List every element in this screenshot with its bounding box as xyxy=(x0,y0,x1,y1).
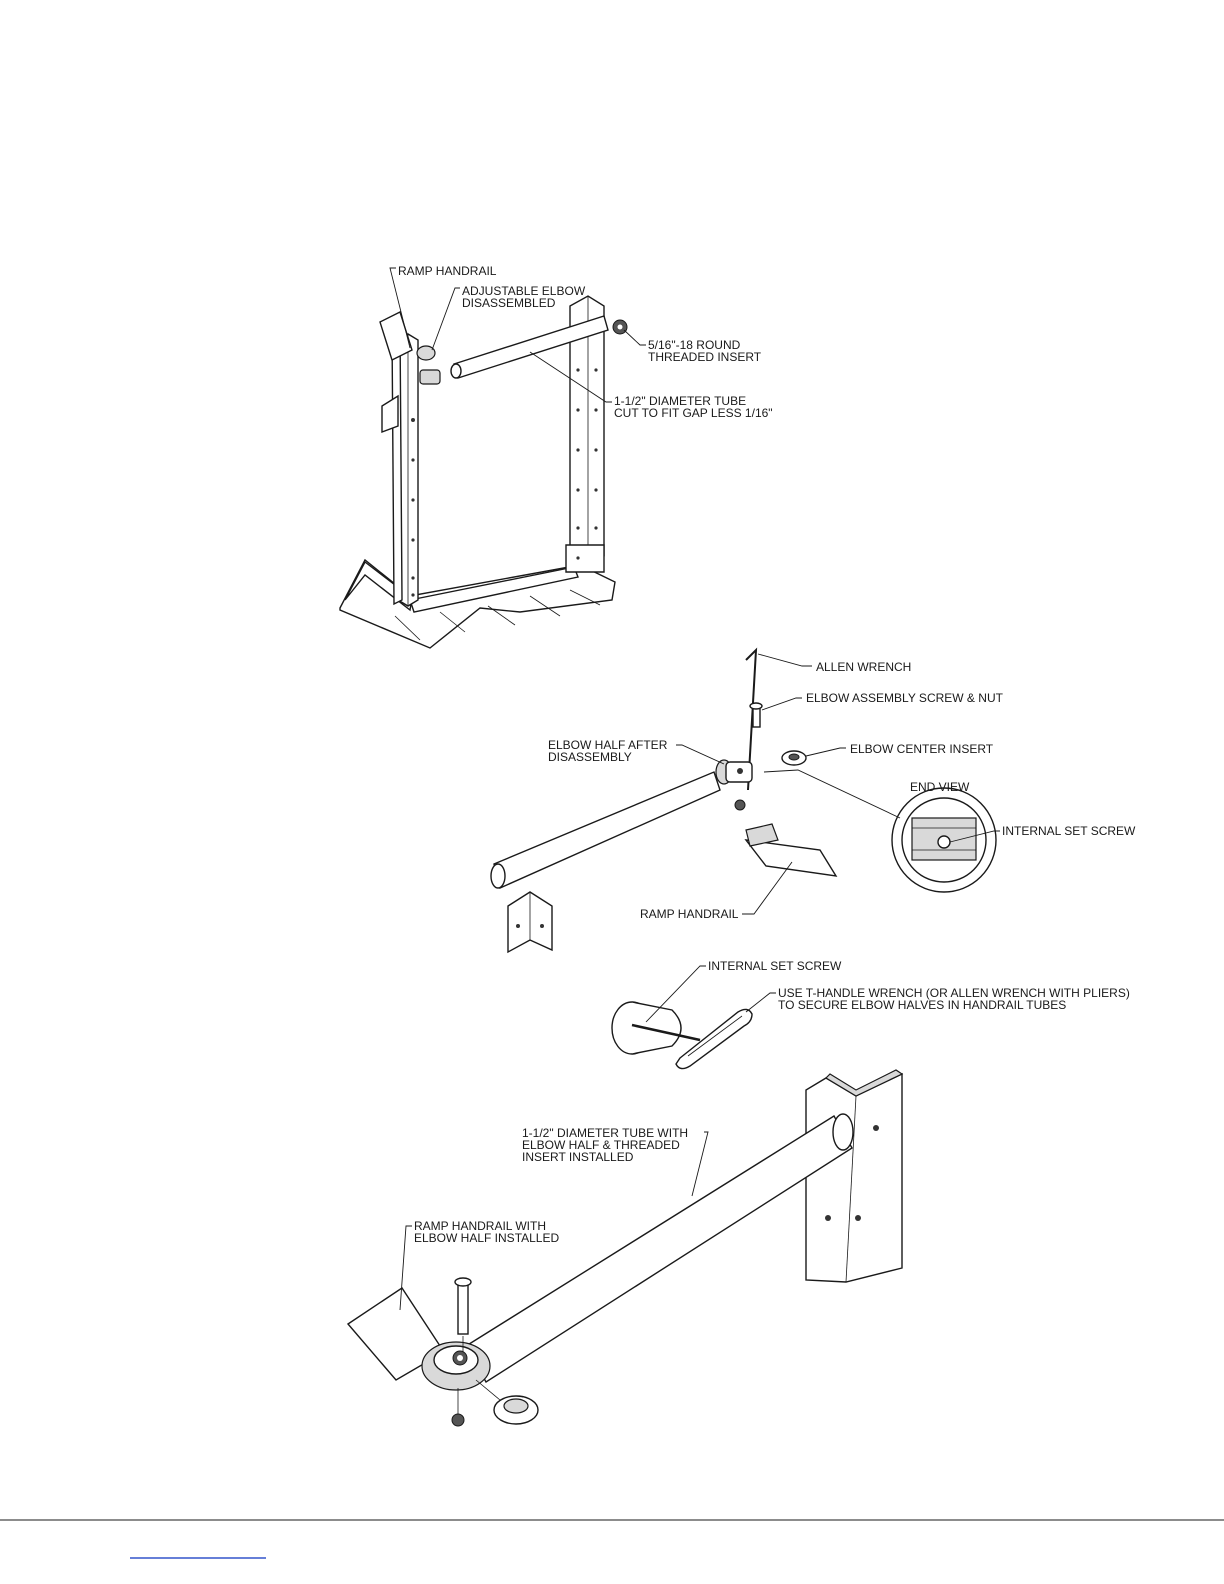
bottom-rail xyxy=(409,566,579,613)
label-tube-installed-2: ELBOW HALF & THREADED xyxy=(522,1138,680,1152)
label-ramp-handrail-2: RAMP HANDRAIL xyxy=(640,907,739,921)
label-handrail-installed-1: RAMP HANDRAIL WITH xyxy=(414,1219,546,1233)
figure-4-installed: 1-1/2" DIAMETER TUBE WITH ELBOW HALF & T… xyxy=(346,1069,904,1427)
elbow-assembly xyxy=(421,1341,491,1391)
wrench-shaft xyxy=(631,1023,701,1042)
label-screw-nut: ELBOW ASSEMBLY SCREW & NUT xyxy=(806,691,1004,705)
label-threaded-insert-1: 5/16"-18 ROUND xyxy=(648,338,741,352)
label-handrail-installed-2: ELBOW HALF INSTALLED xyxy=(414,1231,559,1245)
leader-adjustable-elbow xyxy=(431,287,460,351)
right-post-base xyxy=(565,544,605,573)
leader-t-handle xyxy=(745,992,776,1013)
left-post-outer xyxy=(391,324,403,606)
ramp-handrail-short xyxy=(744,823,838,877)
label-tube-2: CUT TO FIT GAP LESS 1/16" xyxy=(614,406,773,420)
elbow-screw-large xyxy=(454,1277,472,1352)
leader-center-insert xyxy=(805,747,846,757)
leader-internal-set-screw xyxy=(645,965,706,1023)
adjustable-elbow-upper xyxy=(416,345,436,361)
leader-tube xyxy=(529,351,612,403)
label-adjustable-elbow-1: ADJUSTABLE ELBOW xyxy=(462,284,586,298)
leader-screw-nut xyxy=(761,697,802,711)
label-elbow-half-1: ELBOW HALF AFTER xyxy=(548,738,668,752)
label-end-view: END VIEW xyxy=(910,780,970,794)
elbow-nut-large xyxy=(451,1413,465,1427)
tube-end xyxy=(450,363,462,379)
leader-ramp-handrail-2 xyxy=(742,861,793,915)
leader-elbow-half xyxy=(676,744,725,765)
t-handle-grip xyxy=(675,1008,753,1070)
label-t-handle-2: TO SECURE ELBOW HALVES IN HANDRAIL TUBES xyxy=(778,998,1066,1012)
label-set-screw-end: INTERNAL SET SCREW xyxy=(1002,824,1136,838)
elbow-screw xyxy=(752,706,761,728)
label-ramp-handrail: RAMP HANDRAIL xyxy=(398,264,497,278)
label-tube-1: 1-1/2" DIAMETER TUBE xyxy=(614,394,746,408)
tube-section-body xyxy=(631,1001,682,1055)
label-center-insert: ELBOW CENTER INSERT xyxy=(850,742,994,756)
adjustable-elbow-lower xyxy=(419,369,441,385)
figure-2-elbow-exploded: ALLEN WRENCH ELBOW ASSEMBLY SCREW & NUT … xyxy=(490,647,1136,954)
elbow-half xyxy=(715,759,753,785)
tube-open-end xyxy=(490,863,506,889)
leader-threaded-insert xyxy=(623,329,646,346)
tube-with-elbow xyxy=(493,771,721,889)
leader-handrail-installed xyxy=(399,1225,412,1311)
leader-ramp-handrail xyxy=(389,267,411,349)
angle-post xyxy=(507,891,553,954)
leader-end-view xyxy=(763,769,901,819)
elbow-nut xyxy=(734,799,746,811)
center-insert-large xyxy=(493,1395,539,1425)
left-post-holes xyxy=(411,418,415,597)
allen-wrench xyxy=(745,647,758,791)
left-bracket xyxy=(381,394,399,434)
label-tube-installed-1: 1-1/2" DIAMETER TUBE WITH xyxy=(522,1126,688,1140)
tube-installed-end xyxy=(832,1113,854,1151)
leader-allen-wrench xyxy=(757,653,812,667)
label-tube-installed-3: INSERT INSTALLED xyxy=(522,1150,634,1164)
leader-tube-installed xyxy=(691,1131,709,1197)
leader-set-screw-end xyxy=(949,830,1000,843)
label-threaded-insert-2: THREADED INSERT xyxy=(648,350,762,364)
angle-post-large xyxy=(805,1069,904,1283)
label-allen-wrench: ALLEN WRENCH xyxy=(816,660,911,674)
label-internal-set-screw: INTERNAL SET SCREW xyxy=(708,959,842,973)
figure-1-frame-assembly: RAMP HANDRAIL ADJUSTABLE ELBOW DISASSEMB… xyxy=(339,264,773,649)
label-t-handle-1: USE T-HANDLE WRENCH (OR ALLEN WRENCH WIT… xyxy=(778,986,1130,1000)
label-elbow-half-2: DISASSEMBLY xyxy=(548,750,632,764)
label-adjustable-elbow-2: DISASSEMBLED xyxy=(462,296,556,310)
ramp-handrail-stub xyxy=(379,311,413,361)
end-view-detail xyxy=(891,787,997,893)
figure-3-t-handle: INTERNAL SET SCREW USE T-HANDLE WRENCH (… xyxy=(611,959,1130,1070)
